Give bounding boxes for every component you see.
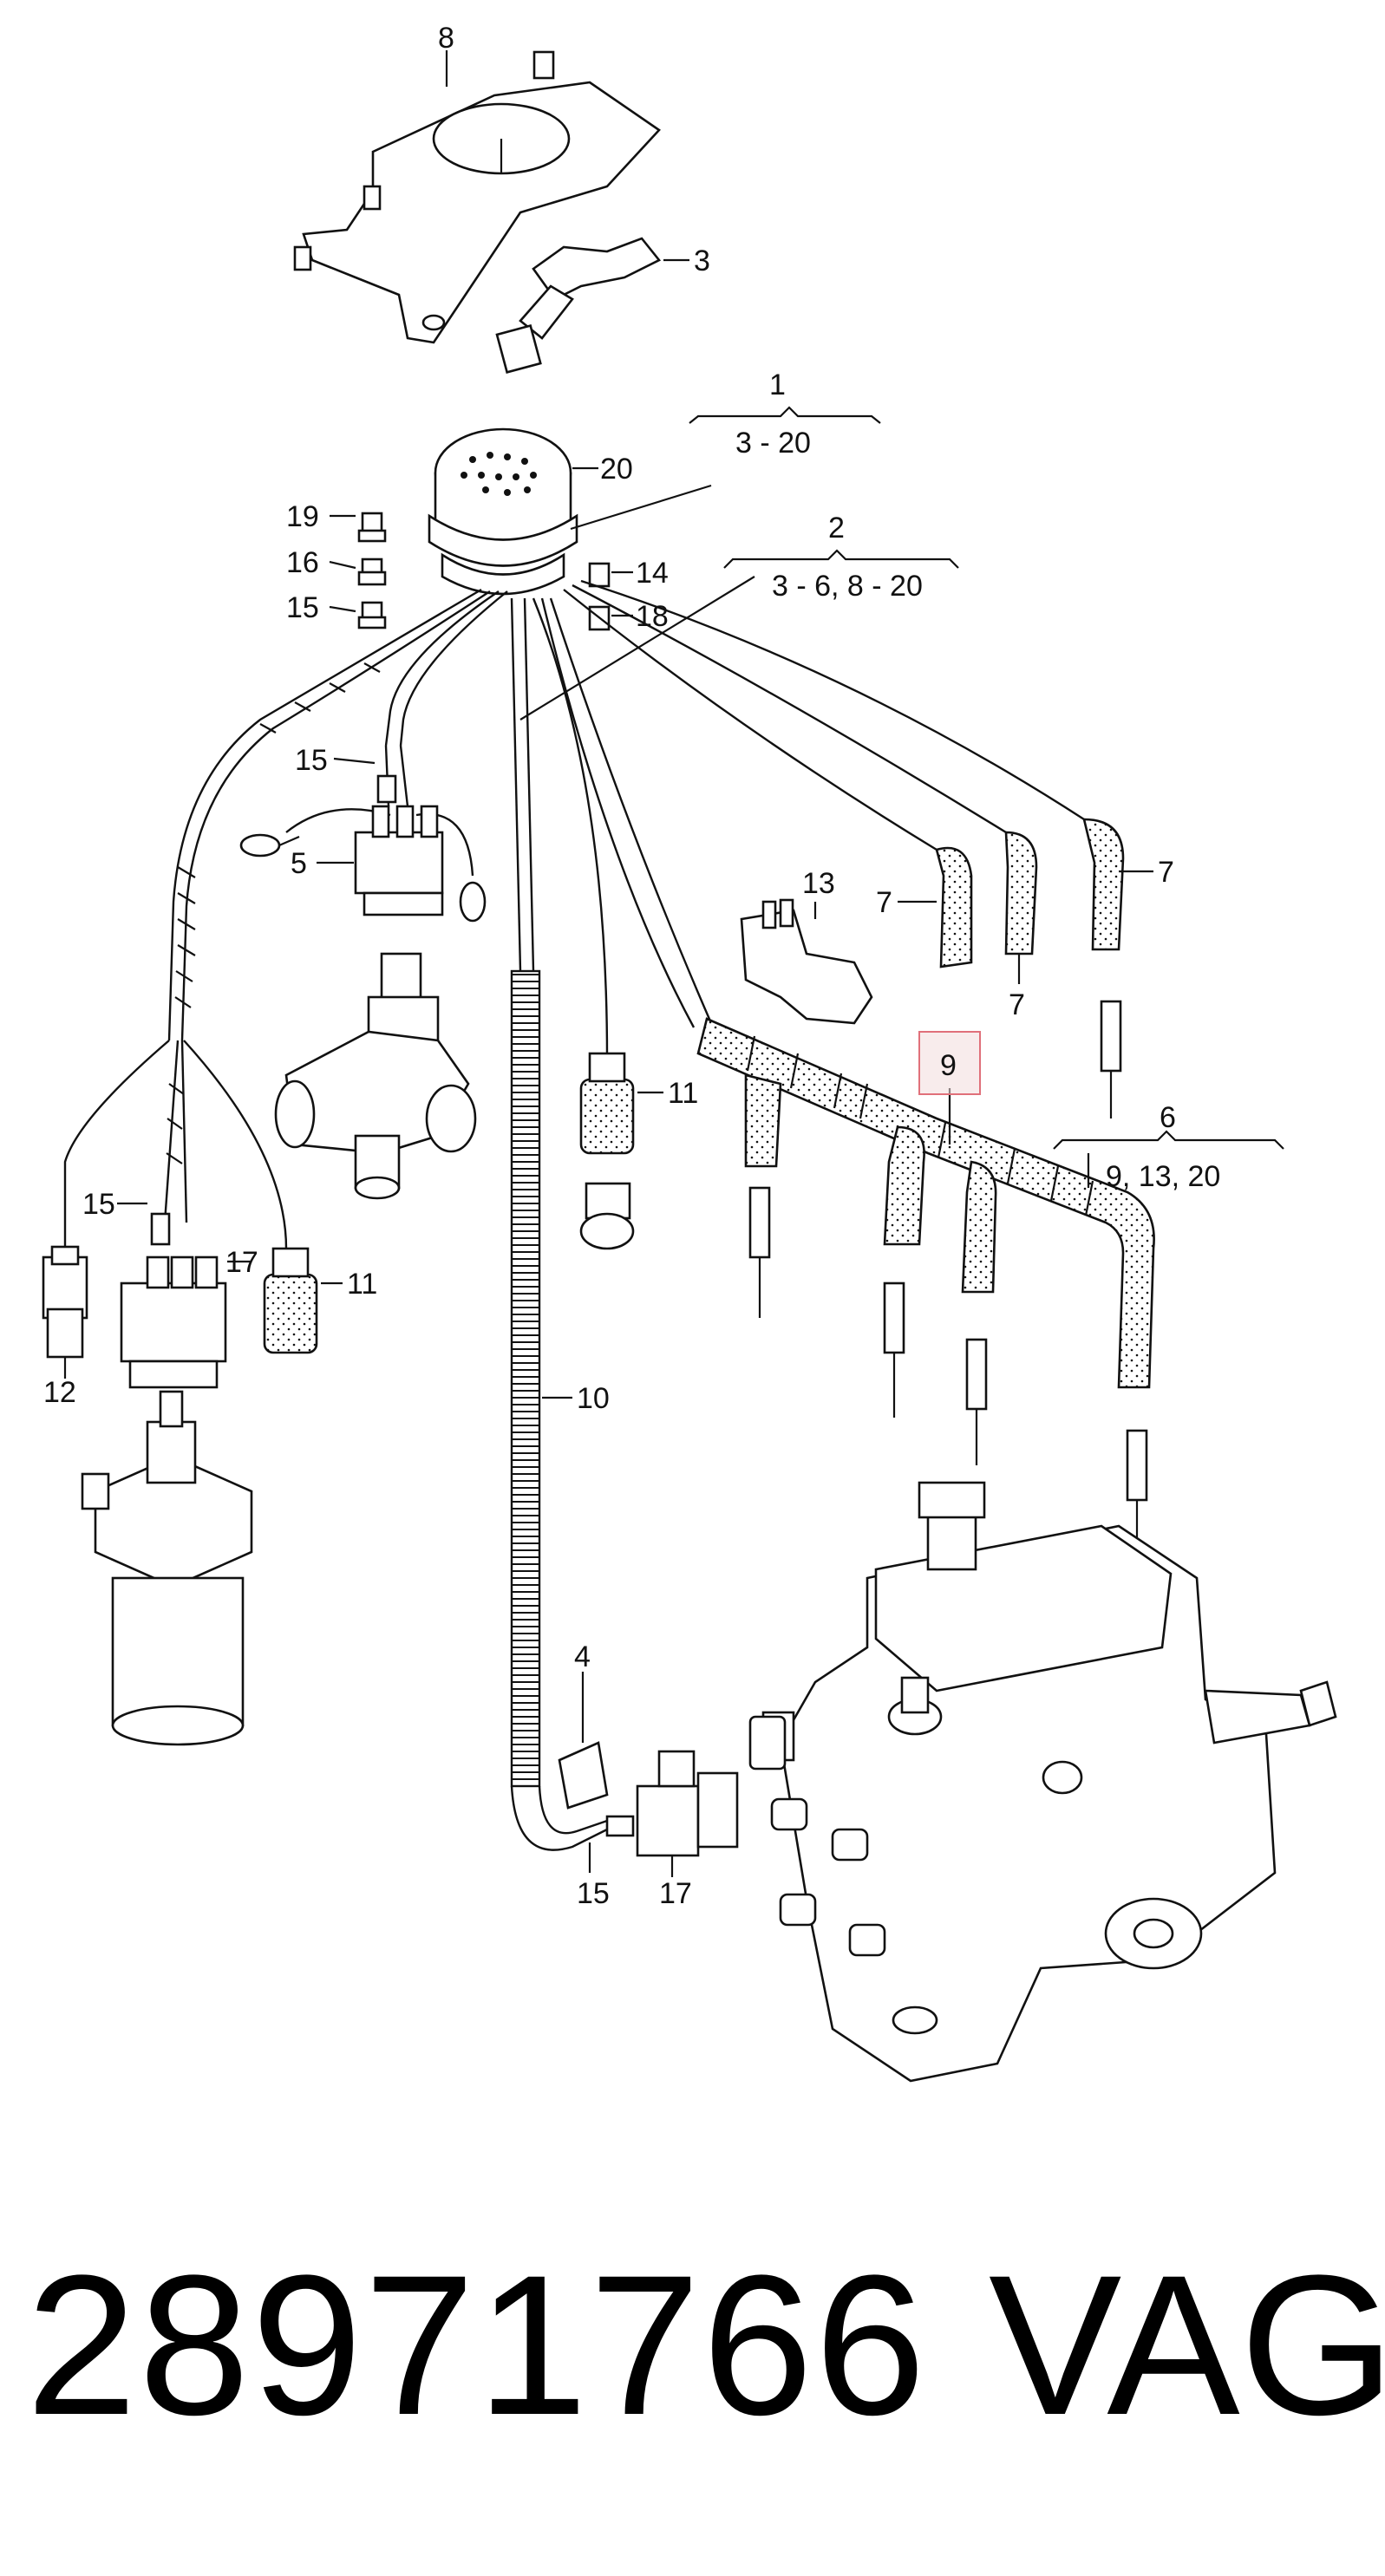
label-1: 1 [769,368,786,401]
label-6-range: 9, 13, 20 [1106,1160,1220,1193]
connector-part-11-center [579,1052,635,1250]
label-13: 13 [802,867,835,900]
bracket-part-8 [293,50,661,344]
plug-19 [357,512,387,543]
clip-part-4 [558,1741,609,1810]
glow-plugs [748,1000,1148,1552]
label-17-b: 17 [659,1877,692,1910]
label-6: 6 [1160,1101,1176,1134]
holder-part-13 [740,898,873,1025]
part-number: 28971766 [26,2234,928,2456]
connector-part-17-left [120,1212,227,1389]
label-3: 3 [694,245,710,277]
label-15-a: 15 [286,591,319,624]
label-8: 8 [438,22,454,55]
label-18: 18 [636,600,669,633]
harness-wires [63,579,1085,1257]
plug-15-bottom [605,1815,635,1837]
fuel-shutoff-solenoid [81,1390,253,1746]
label-5: 5 [291,847,307,880]
label-9[interactable]: 9 [940,1049,957,1082]
label-1-range: 3 - 20 [735,427,811,460]
pump-delivery-valves [770,1797,886,1957]
label-12: 12 [43,1376,76,1409]
label-10: 10 [577,1382,610,1415]
injection-pump [748,1481,1337,2083]
label-15-c: 15 [82,1188,115,1221]
label-15-b: 15 [295,744,328,777]
plug-16 [357,558,387,586]
glow-plug-harness-part-9 [696,1017,1155,1389]
brand-name: VAG [989,2234,1385,2456]
label-11-center: 11 [668,1077,698,1110]
connector-part-11-left [263,1247,318,1354]
connector-part-17-bottom [636,1750,739,1857]
callout-labels: 8 3 20 1 3 - 20 2 3 - 6, 8 - 20 19 16 15… [43,22,1220,1910]
label-2: 2 [828,512,845,545]
coolant-t-fitting [274,952,477,1200]
corrugated-tube-part-10 [510,969,608,1851]
connector-part-12 [42,1245,88,1359]
label-7-c: 7 [1009,988,1025,1021]
label-14: 14 [636,557,669,590]
label-20: 20 [600,453,633,486]
label-11-left: 11 [347,1268,377,1301]
label-19: 19 [286,500,319,533]
glow-plug-caps-part-7 [935,818,1125,968]
label-4: 4 [574,1640,591,1673]
label-16: 16 [286,546,319,579]
wiring-harness-diagram: 8 3 20 1 3 - 20 2 3 - 6, 8 - 20 19 16 15… [42,22,1337,2083]
label-7-a: 7 [1158,856,1174,889]
label-15-d: 15 [577,1877,610,1910]
connector-part-5 [239,774,487,923]
main-connector-part-20 [428,427,578,596]
plug-15-top [357,601,387,629]
plug-14 [588,562,611,588]
label-2-range: 3 - 6, 8 - 20 [772,570,923,603]
highlight-box-9[interactable] [918,1031,981,1095]
sensor-part-3 [495,237,662,374]
label-7-b: 7 [876,886,892,919]
label-17-a: 17 [225,1246,258,1279]
callout-leaders [63,50,1284,1877]
